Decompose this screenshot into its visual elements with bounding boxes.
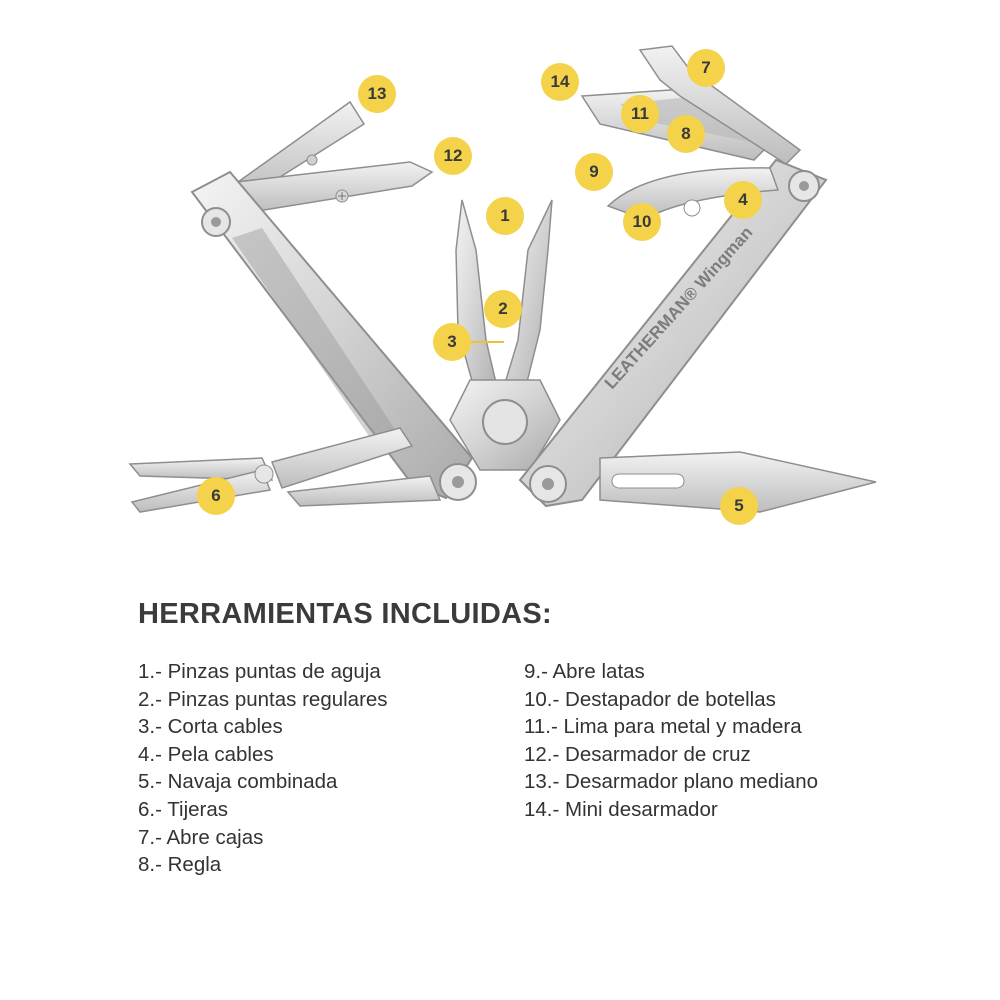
tools-list-left: 1.- Pinzas puntas de aguja 2.- Pinzas pun…: [138, 658, 388, 879]
multitool-drawing: LEATHERMAN® Wingman: [128, 45, 877, 513]
tool-number-badge: 13: [358, 75, 396, 113]
tool-list-item: 3.- Corta cables: [138, 715, 283, 739]
tool-number-badge: 3: [433, 323, 471, 361]
tool-list-item: 13.- Desarmador plano mediano: [524, 770, 818, 794]
tool-number-badge: 11: [621, 95, 659, 133]
tool-list-item: 6.- Tijeras: [138, 797, 228, 821]
tool-list-item: 1.- Pinzas puntas de aguja: [138, 660, 381, 683]
right-handle: LEATHERMAN® Wingman: [518, 158, 828, 508]
tool-number-badge: 12: [434, 137, 472, 175]
multitool-illustration: LEATHERMAN® Wingman: [128, 45, 877, 513]
tool-number-badge: 2: [484, 290, 522, 328]
tool-list-item: 7.- Abre cajas: [138, 825, 264, 849]
tool-number-badge: 1: [486, 197, 524, 235]
tool-list-item: 9.- Abre latas: [524, 660, 645, 683]
tool-list-item: 12.- Desarmador de cruz: [524, 742, 751, 766]
tool-list-item: 11.- Lima para metal y madera: [524, 715, 802, 739]
page-heading: HERRAMIENTAS INCLUIDAS:: [138, 598, 552, 630]
tool-list-item: 10.- Destapador de botellas: [524, 687, 776, 711]
box-opener-tool: [638, 45, 802, 165]
tool-list-item: 2.- Pinzas puntas regulares: [138, 687, 388, 711]
pliers-tool: [449, 199, 561, 471]
tool-number-badge: 7: [687, 49, 725, 87]
tool-number-badge: 5: [720, 487, 758, 525]
tool-number-badge: 4: [724, 181, 762, 219]
tool-number-badge: 9: [575, 153, 613, 191]
tool-number-badge: 10: [623, 203, 661, 241]
tool-list-item: 14.- Mini desarmador: [524, 797, 718, 821]
tool-number-badge: 8: [667, 115, 705, 153]
tool-list-item: 8.- Regla: [138, 853, 222, 877]
tool-number-badge: 6: [197, 477, 235, 515]
tools-list-right: 9.- Abre latas 10.- Destapador de botella…: [524, 658, 818, 824]
scissors-tool: [128, 427, 442, 513]
knife-tool: [599, 451, 877, 513]
tool-list-item: 4.- Pela cables: [138, 742, 274, 766]
tool-list-item: 5.- Navaja combinada: [138, 770, 338, 794]
tool-number-badge: 14: [541, 63, 579, 101]
